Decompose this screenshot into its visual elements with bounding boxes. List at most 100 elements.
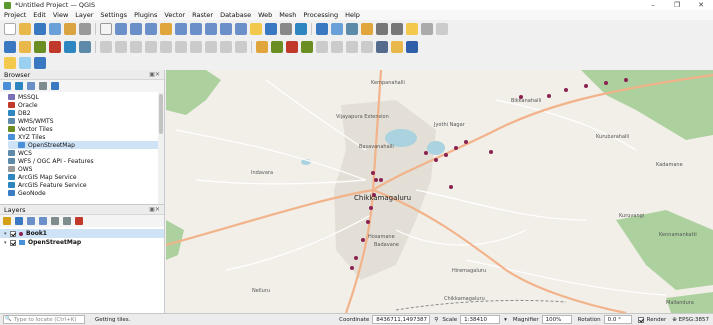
chevron-down-icon[interactable]: ▾ [504,316,507,323]
browser-item[interactable]: MSSQL [8,93,164,101]
save-project-icon[interactable] [34,23,46,35]
temporal-controller-icon[interactable] [280,23,292,35]
browser-item[interactable]: WCS [8,149,164,157]
undo-icon[interactable] [220,40,232,53]
vertex-tool-icon[interactable] [145,40,157,53]
map-canvas[interactable]: Kempanahalli Vijayapura Extension Jyothi… [166,70,713,313]
browser-item[interactable]: Vector Tiles [8,125,164,133]
zoom-out-icon[interactable] [145,23,157,35]
delete-selected-icon[interactable] [160,40,172,53]
browser-scrollbar[interactable] [158,92,164,204]
filter-legend-icon[interactable] [39,217,47,225]
scale-field[interactable]: 1:38410 [460,315,501,324]
zoom-full-icon[interactable] [160,23,172,35]
collapse-all-icon[interactable] [39,82,47,90]
python-console-icon[interactable] [376,40,388,53]
new-project-icon[interactable] [4,23,16,35]
change-label-icon[interactable] [361,40,373,53]
menu-database[interactable]: Database [220,11,252,19]
deselect-all-icon[interactable] [34,56,46,69]
show-hide-labels-icon[interactable] [316,40,328,53]
map-tips-icon[interactable] [406,23,418,35]
browser-item[interactable]: Oracle [8,101,164,109]
browser-item[interactable]: OpenStreetMap [8,141,164,149]
browser-item[interactable]: OWS [8,165,164,173]
menu-processing[interactable]: Processing [303,11,339,19]
data-source-manager-icon[interactable] [4,40,16,53]
move-label-icon[interactable] [331,40,343,53]
label-tool-icon[interactable] [256,40,268,53]
browser-item[interactable]: GeoNode [8,189,164,197]
add-vector-layer-icon[interactable] [34,40,46,53]
panel-close-icon[interactable]: ▣✕ [149,206,160,213]
layer-labeling-icon[interactable] [271,40,283,53]
zoom-native-icon[interactable] [205,23,217,35]
expand-all-icon[interactable] [51,217,59,225]
browser-item[interactable]: ArcGIS Map Service [8,173,164,181]
new-geopackage-layer-icon[interactable] [19,40,31,53]
expand-caret-icon[interactable]: ▾ [4,230,7,237]
scrollbar-thumb[interactable] [159,94,163,134]
layer-item-book1[interactable]: ▾ Book1 [0,229,164,238]
sum-icon[interactable] [376,23,388,35]
browser-item[interactable]: XYZ Tiles [8,133,164,141]
statistics-icon[interactable] [346,23,358,35]
menu-vector[interactable]: Vector [164,11,186,19]
layer-item-openstreetmap[interactable]: ▾ OpenStreetMap [0,238,164,247]
open-layer-styling-icon[interactable] [3,217,11,225]
redo-icon[interactable] [235,40,247,53]
show-bookmarks-icon[interactable] [265,23,277,35]
browser-item[interactable]: ArcGIS Feature Service [8,181,164,189]
minimize-button[interactable]: – [651,1,655,9]
digitize-icon[interactable] [49,40,61,53]
toggle-editing-icon[interactable] [100,40,112,53]
copy-features-icon[interactable] [190,40,202,53]
select-by-value-icon[interactable] [19,56,31,69]
add-selected-layers-icon[interactable] [3,82,11,90]
maximize-button[interactable]: ❐ [673,1,681,9]
paste-features-icon[interactable] [205,40,217,53]
add-wms-layer-icon[interactable] [79,40,91,53]
menu-help[interactable]: Help [345,11,360,19]
zoom-to-layer-icon[interactable] [190,23,202,35]
pan-to-selection-icon[interactable] [115,23,127,35]
close-button[interactable]: ✕ [698,1,704,9]
pin-labels-icon[interactable] [301,40,313,53]
plugin-icon[interactable] [391,40,403,53]
open-attribute-table-icon[interactable] [331,23,343,35]
properties-icon[interactable] [51,82,59,90]
select-features-icon[interactable] [4,56,16,69]
menu-edit[interactable]: Edit [33,11,46,19]
identify-features-icon[interactable] [316,23,328,35]
new-bookmark-icon[interactable] [250,23,262,35]
cut-features-icon[interactable] [175,40,187,53]
rotation-field[interactable]: 0.0 ° [603,315,632,324]
layer-visibility-checkbox[interactable] [10,230,16,237]
style-manager-icon[interactable] [79,23,91,35]
menu-raster[interactable]: Raster [192,11,214,19]
panel-close-icon[interactable]: ▣✕ [149,71,160,78]
layer-visibility-checkbox[interactable] [10,239,16,246]
menu-plugins[interactable]: Plugins [134,11,158,19]
browser-item[interactable]: WFS / OGC API - Features [8,157,164,165]
manage-map-themes-icon[interactable] [27,217,35,225]
menu-view[interactable]: View [52,11,69,19]
filter-browser-icon[interactable] [27,82,35,90]
save-as-icon[interactable] [49,23,61,35]
locator-search-input[interactable]: Type to locate (Ctrl+K) [3,315,85,324]
pan-map-icon[interactable] [100,23,112,35]
menu-project[interactable]: Project [4,11,27,19]
zoom-to-selection-icon[interactable] [175,23,187,35]
highlight-pinned-labels-icon[interactable] [286,40,298,53]
menu-layer[interactable]: Layer [75,11,94,19]
processing-toolbox-icon[interactable] [406,40,418,53]
magnifier-field[interactable]: 100% [541,315,572,324]
settings-gear-icon[interactable] [361,23,373,35]
more-tools-icon[interactable] [436,23,448,35]
save-edits-icon[interactable] [115,40,127,53]
add-delimited-text-icon[interactable] [64,40,76,53]
add-group-icon[interactable] [15,217,23,225]
refresh-browser-icon[interactable] [15,82,23,90]
browser-item[interactable]: DB2 [8,109,164,117]
print-layout-icon[interactable] [64,23,76,35]
